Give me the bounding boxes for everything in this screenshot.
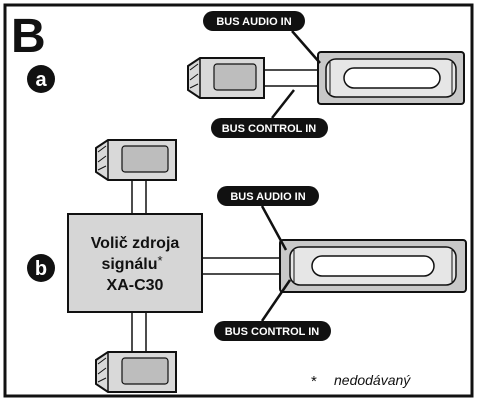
label-a-control: BUS CONTROL IN [211, 89, 328, 138]
variant-b-marker-badge [27, 254, 55, 282]
label-b-control-text: BUS CONTROL IN [225, 326, 320, 338]
head-unit-a [317, 51, 465, 105]
source-unit-b-top [95, 139, 177, 181]
variant-a-marker-badge [27, 65, 55, 93]
selector-line3: XA-C30 [107, 277, 164, 294]
footnote: * nedodávaný [311, 372, 411, 390]
head-unit-b [279, 239, 467, 293]
label-a-audio-text: BUS AUDIO IN [216, 16, 291, 28]
label-a-control-text: BUS CONTROL IN [222, 123, 317, 135]
label-b-control: BUS CONTROL IN [214, 279, 331, 341]
selector-asterisk: * [157, 253, 162, 268]
selector-line2: signálu* [101, 253, 162, 273]
variant-a-marker: a [35, 69, 47, 91]
selector-line1: Volič zdroja [91, 235, 180, 252]
source-unit-a [187, 57, 265, 99]
label-a-audio: BUS AUDIO IN [203, 11, 321, 64]
variant-b-marker: b [35, 258, 47, 280]
footnote-text: nedodávaný [334, 372, 411, 388]
variant-a: a BUS AUDIO IN BUS CONTROL IN [27, 11, 465, 138]
label-b-audio: BUS AUDIO IN [217, 186, 319, 251]
source-selector-box: Volič zdroja signálu* XA-C30 [67, 213, 203, 313]
source-unit-b-bottom [95, 351, 177, 393]
footnote-mark: * [311, 373, 317, 390]
section-label: B [11, 10, 46, 63]
label-b-audio-text: BUS AUDIO IN [230, 191, 305, 203]
variant-b: b Volič zdroja signálu* XA-C30 [27, 139, 467, 393]
